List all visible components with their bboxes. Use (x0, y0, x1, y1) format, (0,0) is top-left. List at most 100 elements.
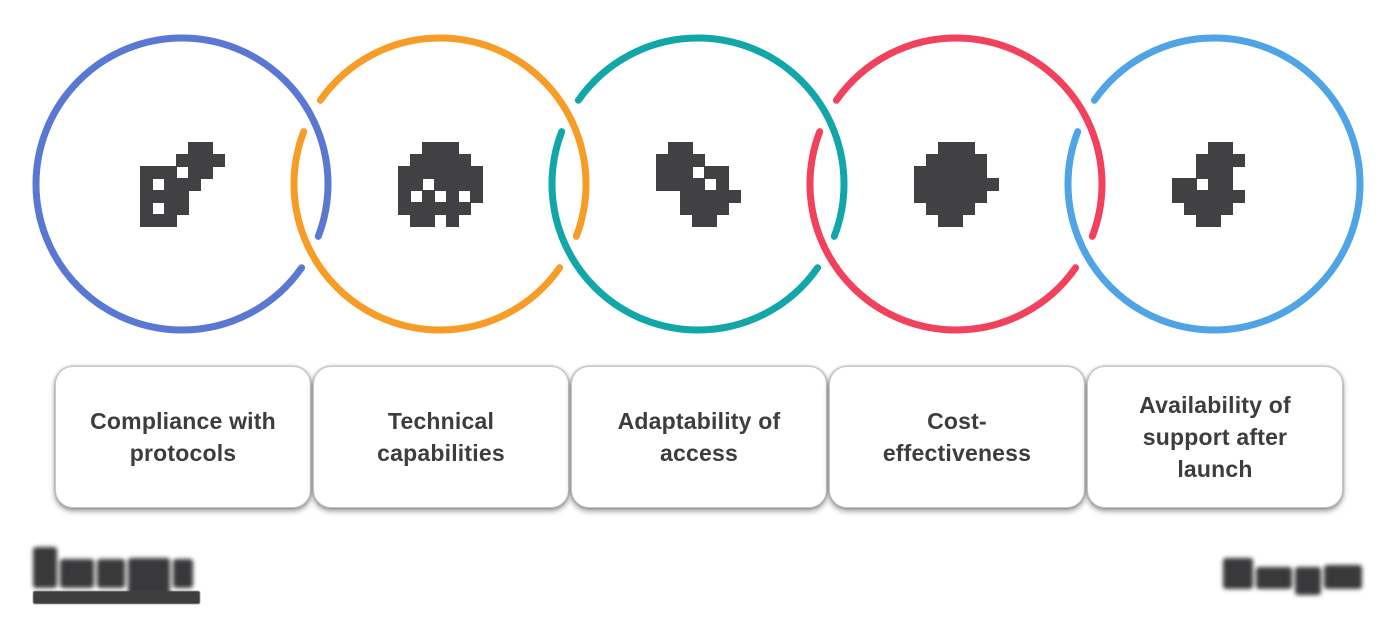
icon-pixel (938, 202, 951, 215)
icon-pixel (446, 178, 459, 191)
icon-pixel (716, 190, 729, 203)
icon-pixel (716, 178, 729, 191)
icon-pixel (140, 166, 153, 179)
icon-pixel (962, 154, 975, 167)
icon-pixel (422, 166, 435, 179)
icon-pixel (668, 142, 681, 155)
icon-pixel (152, 214, 165, 227)
icon-pixel (926, 202, 939, 215)
icon-pixel (398, 202, 411, 215)
icon-pixel (398, 166, 411, 179)
icon-pixel (950, 214, 963, 227)
card-label: Compliance with protocols (90, 408, 276, 466)
icon-pixel (140, 202, 153, 215)
icon-pixel (188, 166, 201, 179)
benefit-card: Availability of support after launch (1087, 366, 1343, 508)
redacted-note-blob (1223, 557, 1368, 595)
icon-pixel (680, 154, 693, 167)
icon-pixel (950, 154, 963, 167)
icon-pixel (1220, 142, 1233, 155)
ring-1 (32, 34, 332, 334)
icon-pixel (704, 202, 717, 215)
icon-pixel (176, 190, 189, 203)
icon-pixel (1208, 202, 1221, 215)
icon-pixel (962, 202, 975, 215)
icon-pixel (458, 166, 471, 179)
icon-pixel (152, 190, 165, 203)
icon-pixel (926, 154, 939, 167)
icon-pixel (164, 214, 177, 227)
icon-pixel (176, 202, 189, 215)
icon-pixel (938, 154, 951, 167)
icon-pixel (446, 166, 459, 179)
icon-pixel (974, 190, 987, 203)
icon-pixel (1184, 190, 1197, 203)
logo-glyph-blob (128, 558, 170, 595)
icon-pixel (1196, 166, 1209, 179)
icon-pixel (1220, 202, 1233, 215)
icon-pixel (1196, 190, 1209, 203)
icon-pixel (1196, 202, 1209, 215)
benefit-card: Cost- effectiveness (829, 366, 1085, 508)
note-glyph-blob (1223, 558, 1253, 589)
icon-pixel (176, 178, 189, 191)
icon-pixel (692, 214, 705, 227)
icon-pixel (1196, 214, 1209, 227)
icon-pixel (434, 166, 447, 179)
icon-pixel (434, 154, 447, 167)
machine-gear-icon (398, 142, 483, 227)
card-label: Technical capabilities (377, 408, 505, 466)
icon-pixel (1184, 178, 1197, 191)
icon-pixel (950, 142, 963, 155)
icon-pixel (212, 154, 225, 167)
icon-pixel (704, 166, 717, 179)
icon-pixel (656, 154, 669, 167)
icon-pixel (716, 166, 729, 179)
icon-pixel (410, 202, 423, 215)
support-hand-icon (1172, 142, 1256, 227)
icon-pixel (1208, 178, 1221, 191)
icon-pixel (950, 202, 963, 215)
icon-pixel (950, 166, 963, 179)
benefit-card: Compliance with protocols (55, 366, 311, 508)
sync-shapes-icon (656, 142, 741, 227)
icon-pixel (692, 190, 705, 203)
note-glyph-blob (1295, 567, 1321, 595)
icon-pixel (1184, 202, 1197, 215)
ring-3 (548, 34, 848, 334)
icon-pixel (140, 214, 153, 227)
icon-pixel (1208, 166, 1221, 179)
benefit-card: Technical capabilities (313, 366, 569, 508)
note-glyph-blob (1256, 567, 1292, 589)
icon-pixel (422, 214, 435, 227)
icon-pixel (704, 190, 717, 203)
icon-pixel (914, 166, 927, 179)
icon-pixel (422, 154, 435, 167)
icon-pixel (680, 166, 693, 179)
icon-pixel (938, 190, 951, 203)
icon-pixel (188, 178, 201, 191)
icon-pixel (446, 154, 459, 167)
icon-pixel (164, 166, 177, 179)
icon-pixel (938, 178, 951, 191)
icon-pixel (1208, 154, 1221, 167)
ring-4 (806, 34, 1106, 334)
icon-pixel (410, 214, 423, 227)
icon-pixel (398, 190, 411, 203)
icon-pixel (974, 178, 987, 191)
icon-pixel (950, 178, 963, 191)
icon-pixel (1232, 154, 1245, 167)
icon-pixel (728, 190, 741, 203)
icon-pixel (458, 178, 471, 191)
icon-pixel (1220, 166, 1233, 179)
coin-icon (914, 142, 999, 227)
icon-pixel (188, 142, 201, 155)
icon-pixel (938, 214, 951, 227)
icon-pixel (926, 190, 939, 203)
icon-pixel (446, 190, 459, 203)
icon-pixel (962, 142, 975, 155)
icon-pixel (200, 154, 213, 167)
icon-pixel (692, 202, 705, 215)
logo-glyph-blob (173, 559, 193, 588)
